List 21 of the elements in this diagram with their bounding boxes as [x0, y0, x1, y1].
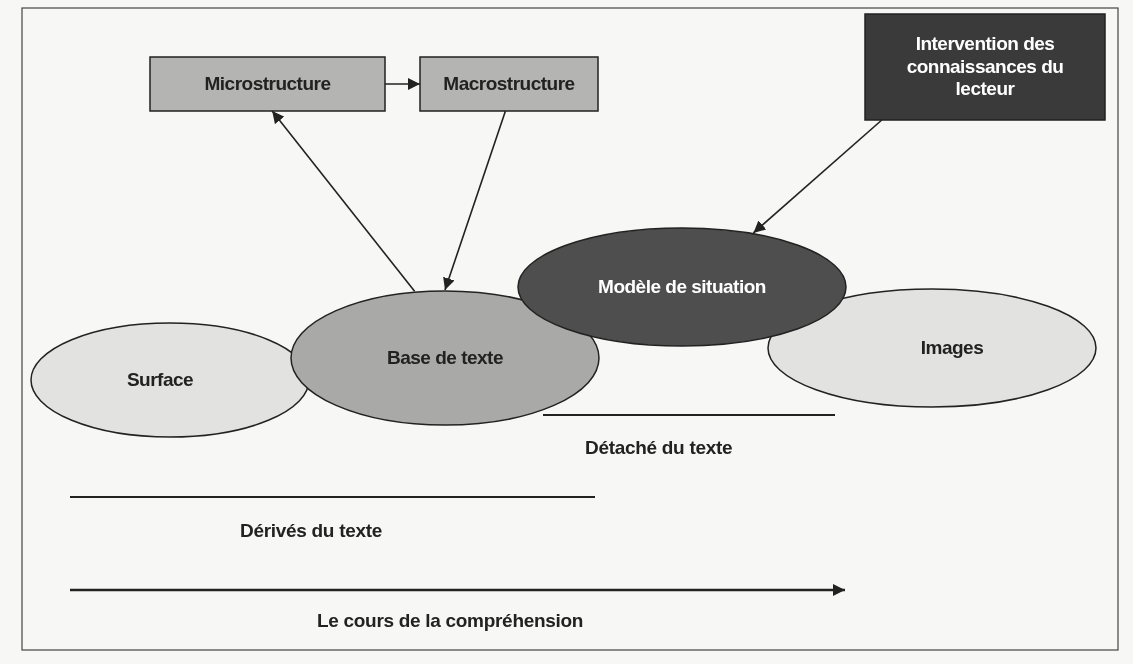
node-text: Images	[920, 336, 984, 360]
node-text: Modèle de situation	[598, 275, 766, 299]
range-label: Dérivés du texte	[240, 520, 382, 542]
rectangle-node	[420, 57, 598, 111]
rectangle-node	[865, 14, 1105, 120]
node-text: Intervention des connaissances du lecteur	[905, 32, 1065, 102]
rectangle-node	[150, 57, 385, 111]
node-text: Surface	[126, 368, 194, 392]
ellipse-node	[517, 227, 847, 347]
ellipse-node	[30, 322, 310, 438]
node-text: Base de texte	[387, 346, 503, 370]
ellipse-node	[290, 290, 600, 426]
range-label: Détaché du texte	[585, 437, 733, 459]
range-label: Le cours de la compréhension	[317, 610, 584, 632]
node-text: Macrostructure	[443, 72, 575, 96]
arrow	[443, 110, 507, 291]
arrow	[271, 110, 416, 293]
arrow	[384, 78, 421, 90]
arrow	[752, 119, 883, 234]
ellipse-node	[767, 288, 1097, 408]
node-text: Microstructure	[204, 72, 331, 96]
